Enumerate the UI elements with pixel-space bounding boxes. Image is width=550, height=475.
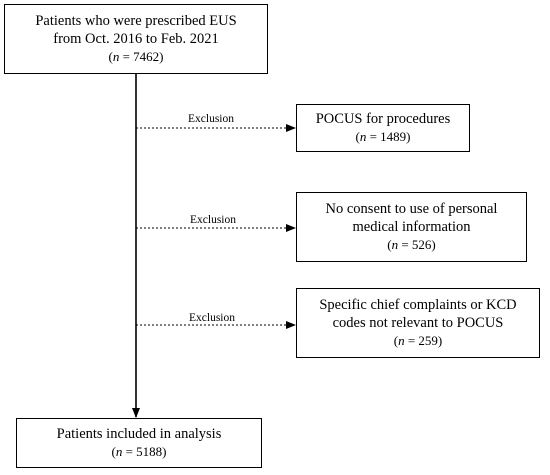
exclusion-box-3-count: (n = 259) [393,333,443,348]
exclusion-box-2: No consent to use of personal medical in… [296,192,527,262]
start-box: Patients who were prescribed EUS from Oc… [4,4,268,74]
start-box-line-1: Patients who were prescribed EUS [35,13,237,29]
final-box-line-1: Patients included in analysis [56,426,222,442]
start-box-count: (n = 7462) [108,49,164,64]
exclusion-box-1-line-1: POCUS for procedures [315,111,451,127]
exclusion-box-2-count: (n = 526) [387,237,436,252]
final-box-count: (n = 5188) [111,444,167,459]
exclusion-box-2-line-2: medical information [352,219,471,235]
exclusion-box-2-line-1: No consent to use of personal [325,201,498,217]
start-box-line-2: from Oct. 2016 to Feb. 2021 [53,31,219,47]
final-box: Patients included in analysis (n = 5188) [16,418,262,468]
exclusion-label-3: Exclusion [189,312,235,324]
exclusion-box-1: POCUS for procedures (n = 1489) [296,104,470,152]
exclusion-box-3-line-1: Specific chief complaints or KCD [319,297,517,313]
exclusion-label-1: Exclusion [188,113,234,125]
exclusion-label-2: Exclusion [190,214,236,226]
exclusion-box-3: Specific chief complaints or KCD codes n… [296,288,540,358]
exclusion-box-1-count: (n = 1489) [355,129,411,144]
exclusion-box-3-line-2: codes not relevant to POCUS [332,315,504,331]
